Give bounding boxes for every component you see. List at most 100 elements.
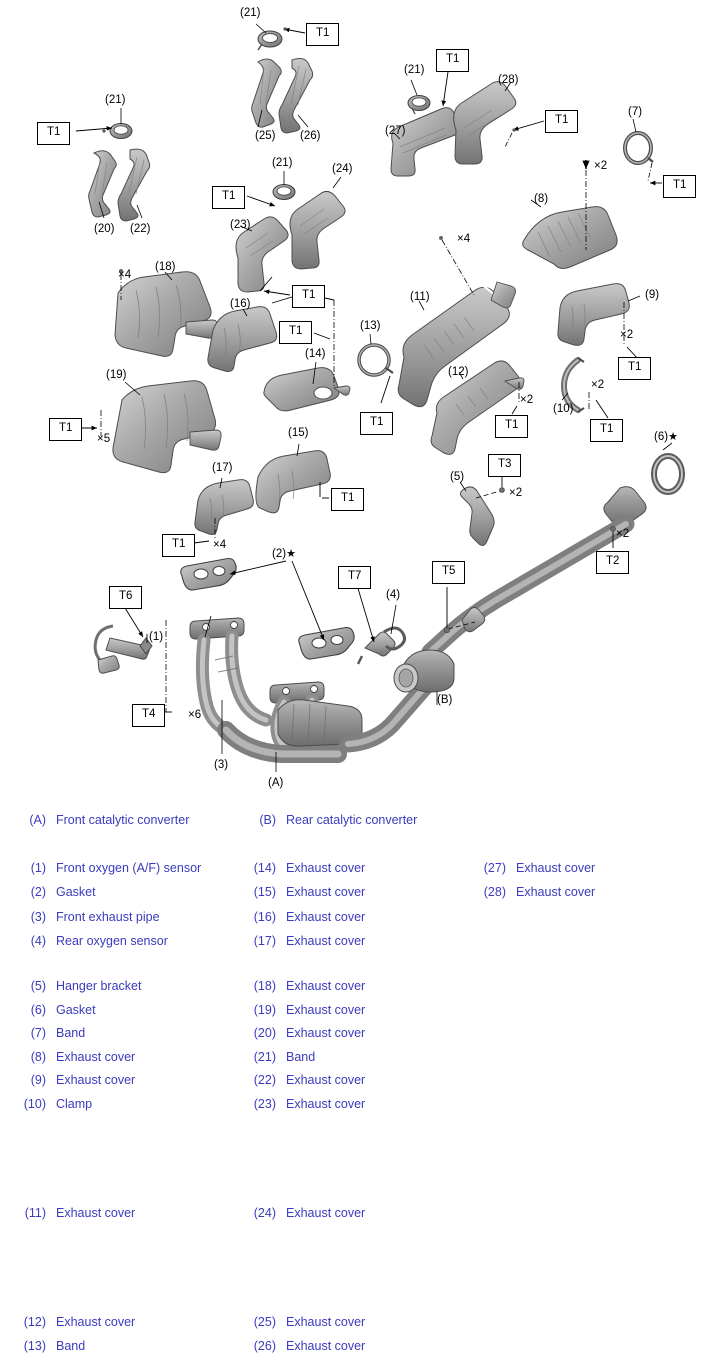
callout-16: (16) bbox=[230, 298, 251, 310]
legend-text-A: Front catalytic converter bbox=[56, 813, 190, 827]
torque-box-t1-i[interactable]: T1 bbox=[360, 412, 394, 435]
torque-box-t1-g[interactable]: T1 bbox=[292, 285, 326, 308]
torque-box-t5[interactable]: T5 bbox=[432, 561, 466, 584]
legend-num-11: (11) bbox=[24, 1206, 46, 1220]
legend-num-8: (8) bbox=[30, 1050, 46, 1064]
part-group-17 bbox=[193, 477, 254, 544]
legend-num-22: (22) bbox=[253, 1073, 276, 1087]
torque-box-t1-a[interactable]: T1 bbox=[306, 23, 340, 46]
callout-28: (28) bbox=[498, 74, 519, 86]
callout-21c: (21) bbox=[272, 157, 293, 169]
legend-item-26: (26)Exhaust cover bbox=[238, 1338, 365, 1354]
legend-text-13: Band bbox=[56, 1339, 86, 1353]
part-group-9 bbox=[557, 283, 641, 361]
legend-num-26: (26) bbox=[253, 1339, 276, 1353]
legend-num-5: (5) bbox=[30, 979, 46, 993]
legend-num-24: (24) bbox=[253, 1206, 276, 1220]
torque-box-t6[interactable]: T6 bbox=[109, 586, 143, 609]
legend-text-1: Front oxygen (A/F) sensor bbox=[56, 861, 202, 875]
torque-box-t1-k[interactable]: T1 bbox=[618, 357, 652, 380]
legend-item-19: (19)Exhaust cover bbox=[238, 1002, 365, 1018]
legend-text-11: Exhaust cover bbox=[56, 1206, 136, 1220]
qty-x2-t2: ×2 bbox=[616, 528, 630, 540]
callout-13: (13) bbox=[360, 320, 381, 332]
torque-box-t1-m[interactable]: T1 bbox=[495, 415, 529, 438]
part-group-3-front-pipe bbox=[158, 615, 447, 772]
qty-x4-part11: ×4 bbox=[457, 233, 471, 245]
torque-box-t1-c[interactable]: T1 bbox=[212, 186, 246, 209]
legend-item-25: (25)Exhaust cover bbox=[238, 1314, 365, 1330]
legend-item-7: (7)Band bbox=[8, 1025, 85, 1041]
qty-x2-part8: ×2 bbox=[594, 160, 608, 172]
legend-text-28: Exhaust cover bbox=[516, 885, 596, 899]
legend-item-28: (28) Exhaust cover bbox=[468, 884, 595, 900]
part-group-2-gaskets bbox=[180, 557, 355, 660]
legend-item-4: (4)Rear oxygen sensor bbox=[8, 933, 168, 949]
part-group-10 bbox=[560, 357, 609, 419]
legend-item-18: (18)Exhaust cover bbox=[238, 978, 365, 994]
legend-item-10: (10)Clamp bbox=[8, 1096, 92, 1112]
torque-box-t7[interactable]: T7 bbox=[338, 566, 372, 589]
legend-num-13: (13) bbox=[23, 1339, 46, 1353]
callout-14: (14) bbox=[305, 348, 326, 360]
legend-text-20: Exhaust cover bbox=[286, 1026, 366, 1040]
qty-x4-part18: ×4 bbox=[118, 269, 132, 281]
callout-23: (23) bbox=[230, 219, 251, 231]
callout-15: (15) bbox=[288, 427, 309, 439]
legend-item-22: (22) Exhaust cover bbox=[238, 1072, 365, 1088]
torque-box-t1-f[interactable]: T1 bbox=[663, 175, 697, 198]
part-group-1-sensor bbox=[93, 602, 153, 674]
legend-item-23: (23)Exhaust cover bbox=[238, 1096, 365, 1112]
callout-24: (24) bbox=[332, 163, 353, 175]
legend-num-18: (18) bbox=[253, 979, 276, 993]
torque-box-t1-d[interactable]: T1 bbox=[436, 49, 470, 72]
legend-item-1: (1)Front oxygen (A/F) sensor bbox=[8, 860, 201, 876]
legend-item-27: (27)Exhaust cover bbox=[468, 860, 595, 876]
torque-box-t1-n[interactable]: T1 bbox=[331, 488, 365, 511]
legend-num-B: (B) bbox=[259, 813, 276, 827]
torque-box-t1-e[interactable]: T1 bbox=[545, 110, 579, 133]
callout-1: (1) bbox=[149, 631, 164, 643]
part-group-11 bbox=[397, 236, 516, 408]
legend-num-16: (16) bbox=[253, 910, 276, 924]
callout-5: (5) bbox=[450, 471, 465, 483]
legend-text-9: Exhaust cover bbox=[56, 1073, 136, 1087]
callout-27: (27) bbox=[385, 125, 406, 137]
torque-box-t1-o[interactable]: T1 bbox=[162, 534, 196, 557]
torque-box-t1-l[interactable]: T1 bbox=[590, 419, 624, 442]
callout-22: (22) bbox=[130, 223, 151, 235]
legend-num-28: (28) bbox=[483, 885, 506, 899]
qty-x4-part17: ×4 bbox=[213, 539, 227, 551]
legend-text-17: Exhaust cover bbox=[286, 934, 366, 948]
torque-box-t4[interactable]: T4 bbox=[132, 704, 166, 727]
legend-text-14: Exhaust cover bbox=[286, 861, 366, 875]
part-group-15 bbox=[255, 443, 331, 514]
legend-text-22: Exhaust cover bbox=[286, 1073, 366, 1087]
qty-x5-part19: ×5 bbox=[97, 433, 111, 445]
part-group-21c bbox=[246, 171, 296, 207]
legend-item-15: (15)Exhaust cover bbox=[238, 884, 365, 900]
callout-18: (18) bbox=[155, 261, 176, 273]
part-group-12 bbox=[430, 360, 525, 455]
torque-box-t1-h[interactable]: T1 bbox=[279, 321, 313, 344]
legend-text-12: Exhaust cover bbox=[56, 1315, 136, 1329]
legend-item-8: (8)Exhaust cover bbox=[8, 1049, 136, 1065]
torque-box-t2[interactable]: T2 bbox=[596, 551, 630, 574]
part-group-21b bbox=[75, 108, 133, 139]
part-group-23 bbox=[235, 216, 291, 296]
legend-num-19: (19) bbox=[253, 1003, 276, 1017]
part-group-16 bbox=[207, 306, 278, 372]
part-group-8 bbox=[522, 160, 618, 269]
legend-text-27: Exhaust cover bbox=[516, 861, 596, 875]
parts-legend: (A)Front catalytic converter (B)Rear cat… bbox=[0, 800, 705, 1362]
legend-num-7: (7) bbox=[30, 1026, 46, 1040]
legend-item-9: (9)Exhaust cover bbox=[8, 1072, 136, 1088]
callout-21b: (21) bbox=[105, 94, 126, 106]
torque-box-t1-j[interactable]: T1 bbox=[49, 418, 83, 441]
torque-box-t1-b[interactable]: T1 bbox=[37, 122, 71, 145]
leader-line-t1-h bbox=[313, 332, 331, 340]
legend-item-14: (14)Exhaust cover bbox=[238, 860, 365, 876]
legend-num-17: (17) bbox=[253, 934, 276, 948]
torque-box-t3[interactable]: T3 bbox=[488, 454, 522, 477]
